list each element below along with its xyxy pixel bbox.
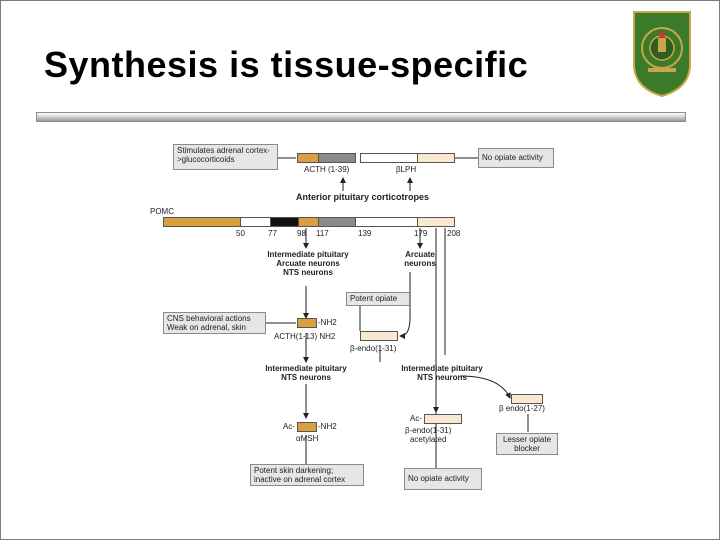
- bendo-segment-1: [360, 331, 398, 341]
- tick-208: 208: [447, 229, 461, 238]
- tick-50: 50: [236, 229, 245, 238]
- pomc-segment-6: [355, 217, 418, 227]
- pomc-segment-5: [318, 217, 356, 227]
- amsh-segment: [297, 422, 317, 432]
- tick-139: 139: [358, 229, 372, 238]
- anterior-pituitary-label: Anterior pituitary corticotropes: [296, 192, 430, 202]
- pomc-segment-4: [298, 217, 319, 227]
- tick-98: 98: [297, 229, 306, 238]
- ac-label-2: Ac-: [410, 414, 422, 423]
- bendo-27-label: β endo(1-27): [499, 404, 545, 413]
- ac-label-1: Ac-: [283, 422, 295, 431]
- blph-label: βLPH: [396, 165, 417, 174]
- intermediate-pituitary-label-1: Intermediate pituitary Arcuate neurons N…: [267, 250, 349, 277]
- title-divider: [36, 112, 686, 122]
- blph-segment-cream: [417, 153, 455, 163]
- acth-fragment-label: ACTH(1-13) NH2: [274, 332, 336, 341]
- pomc-segment-2: [240, 217, 271, 227]
- tick-179: 179: [414, 229, 428, 238]
- amsh-label: αMSH: [296, 434, 319, 443]
- no-opiate-top-box: No opiate activity: [478, 148, 554, 168]
- intermediate-pituitary-label-2: Intermediate pituitary NTS neurons: [265, 364, 347, 382]
- pomc-segment-1: [163, 217, 241, 227]
- arcuate-neurons-label: Arcuate neurons: [404, 250, 436, 268]
- tick-77: 77: [268, 229, 277, 238]
- slide-title: Synthesis is tissue-specific: [44, 44, 529, 85]
- bendo-acetylated-label: β-endo(1-31) acetylated: [405, 426, 452, 444]
- university-seal-icon: [633, 11, 691, 98]
- intermediate-pituitary-label-3: Intermediate pituitary NTS neurons: [401, 364, 483, 382]
- nh2-label-2: -NH2: [318, 422, 337, 431]
- tick-117: 117: [316, 229, 329, 238]
- no-opiate-bottom-box: No opiate activity: [404, 468, 482, 490]
- cns-actions-box: CNS behavioral actions Weak on adrenal, …: [163, 312, 266, 334]
- bendo-1-31-label: β-endo(1-31): [350, 344, 397, 353]
- adrenal-box: Stimulates adrenal cortex->glucocorticoi…: [173, 144, 278, 170]
- pomc-segment-3: [270, 217, 299, 227]
- bendo-27-segment: [511, 394, 543, 404]
- acth-segment-orange: [297, 153, 319, 163]
- pomc-segment-7: [417, 217, 455, 227]
- potent-opiate-box: Potent opiate: [346, 292, 410, 306]
- pomc-label: POMC: [150, 207, 174, 216]
- nh2-label-1: -NH2: [318, 318, 337, 327]
- lesser-opiate-box: Lesser opiate blocker: [496, 433, 558, 455]
- blph-segment-white: [360, 153, 418, 163]
- bendo-acetylated-segment: [424, 414, 462, 424]
- acth-segment-gray: [318, 153, 356, 163]
- skin-darkening-box: Potent skin darkening; inactive on adren…: [250, 464, 364, 486]
- acth-label: ACTH (1-39): [304, 165, 350, 174]
- acth-frag-segment: [297, 318, 317, 328]
